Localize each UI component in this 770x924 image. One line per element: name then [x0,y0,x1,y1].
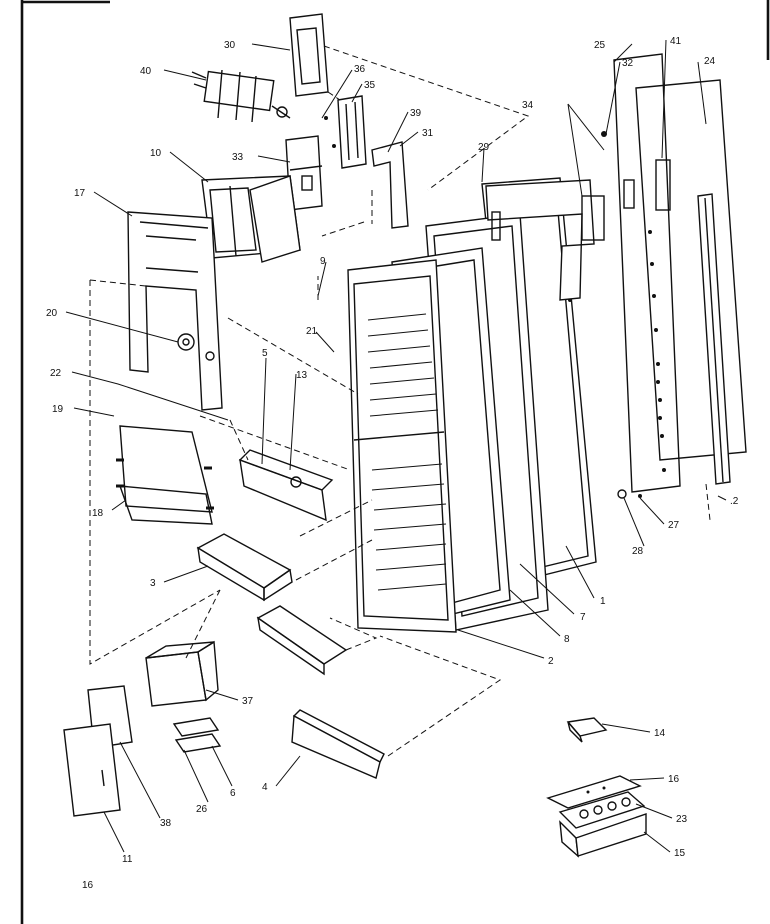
callout-16: 16 [668,774,680,785]
part-32-screw [601,131,607,137]
leader-lines [65,39,727,853]
assembly-dashed-lines [89,45,711,757]
door-bin-middle [256,605,348,676]
part-17-dispenser-frame [127,211,223,411]
part-18-cover [116,425,214,525]
callout-41: 41 [670,36,682,47]
callout-32: 32 [622,58,634,69]
part-35-36-switch-bracket [324,95,367,169]
callout-7: 7 [580,612,586,623]
part-10-dispenser-housing [201,175,301,263]
part-30-trim-frame [289,13,329,97]
callout-12: .2 [730,496,739,507]
callout-15: 15 [674,848,686,859]
part-27-screw [638,494,642,498]
part-28-screw [617,489,627,499]
part-11-small-door [63,723,121,817]
callout-14: 14 [654,728,666,739]
callout-3: 3 [150,578,156,589]
part-29-34-hinge-bracket [485,179,605,301]
part-14-tray [566,717,608,743]
callout-13: 13 [296,370,308,381]
part-3-door-bin [196,533,293,602]
page-number: 16 [82,880,94,891]
callout-1: 1 [600,596,606,607]
callout-40: 40 [140,66,152,77]
callout-37: 37 [242,696,254,707]
part-4-door-bin [291,709,385,779]
part-5-13-bracket [238,449,334,522]
part-2-inner-door [347,259,457,633]
callout-30: 30 [224,40,236,51]
callout-labels: 30 40 36 35 39 31 33 10 17 29 34 25 32 4… [46,36,739,891]
callout-5: 5 [262,348,268,359]
part-12-trim-strip [697,193,731,485]
door-shelf-ribs [367,313,447,591]
callout-35: 35 [364,80,376,91]
callout-18: 18 [92,508,104,519]
part-20-knob [177,333,195,351]
callout-25: 25 [594,40,606,51]
callout-11: 11 [122,854,133,865]
part-40-valve-switch [191,69,291,123]
callout-20: 20 [46,308,58,319]
part-31-39-lever-arm [371,141,409,229]
callout-31: 31 [422,128,434,139]
callout-9: 9 [320,256,326,267]
callout-34: 34 [522,100,534,111]
callout-22: 22 [50,368,62,379]
callout-24: 24 [704,56,716,67]
callout-17: 17 [74,188,86,199]
callout-6: 6 [230,788,236,799]
callout-33: 33 [232,152,244,163]
part-16-lid [546,775,642,809]
part-25-41-hinge-strip [613,53,681,493]
callout-28: 28 [632,546,644,557]
callout-26: 26 [196,804,208,815]
callout-29: 29 [478,142,490,153]
callout-38: 38 [160,818,172,829]
part-37-box [145,640,219,707]
callout-39: 39 [410,108,422,119]
callout-8: 8 [564,634,570,645]
callout-19: 19 [52,404,64,415]
callout-4: 4 [262,782,268,793]
callout-27: 27 [668,520,680,531]
callout-21: 21 [306,326,318,337]
part-6-26-plates [172,717,222,753]
callout-2: 2 [548,656,554,667]
part-23-ice-tray [558,791,646,829]
callout-23: 23 [676,814,688,825]
part-33-actuator [285,135,323,211]
callout-10: 10 [150,148,162,159]
callout-36: 36 [354,64,366,75]
part-24-rear-panel [635,79,747,461]
